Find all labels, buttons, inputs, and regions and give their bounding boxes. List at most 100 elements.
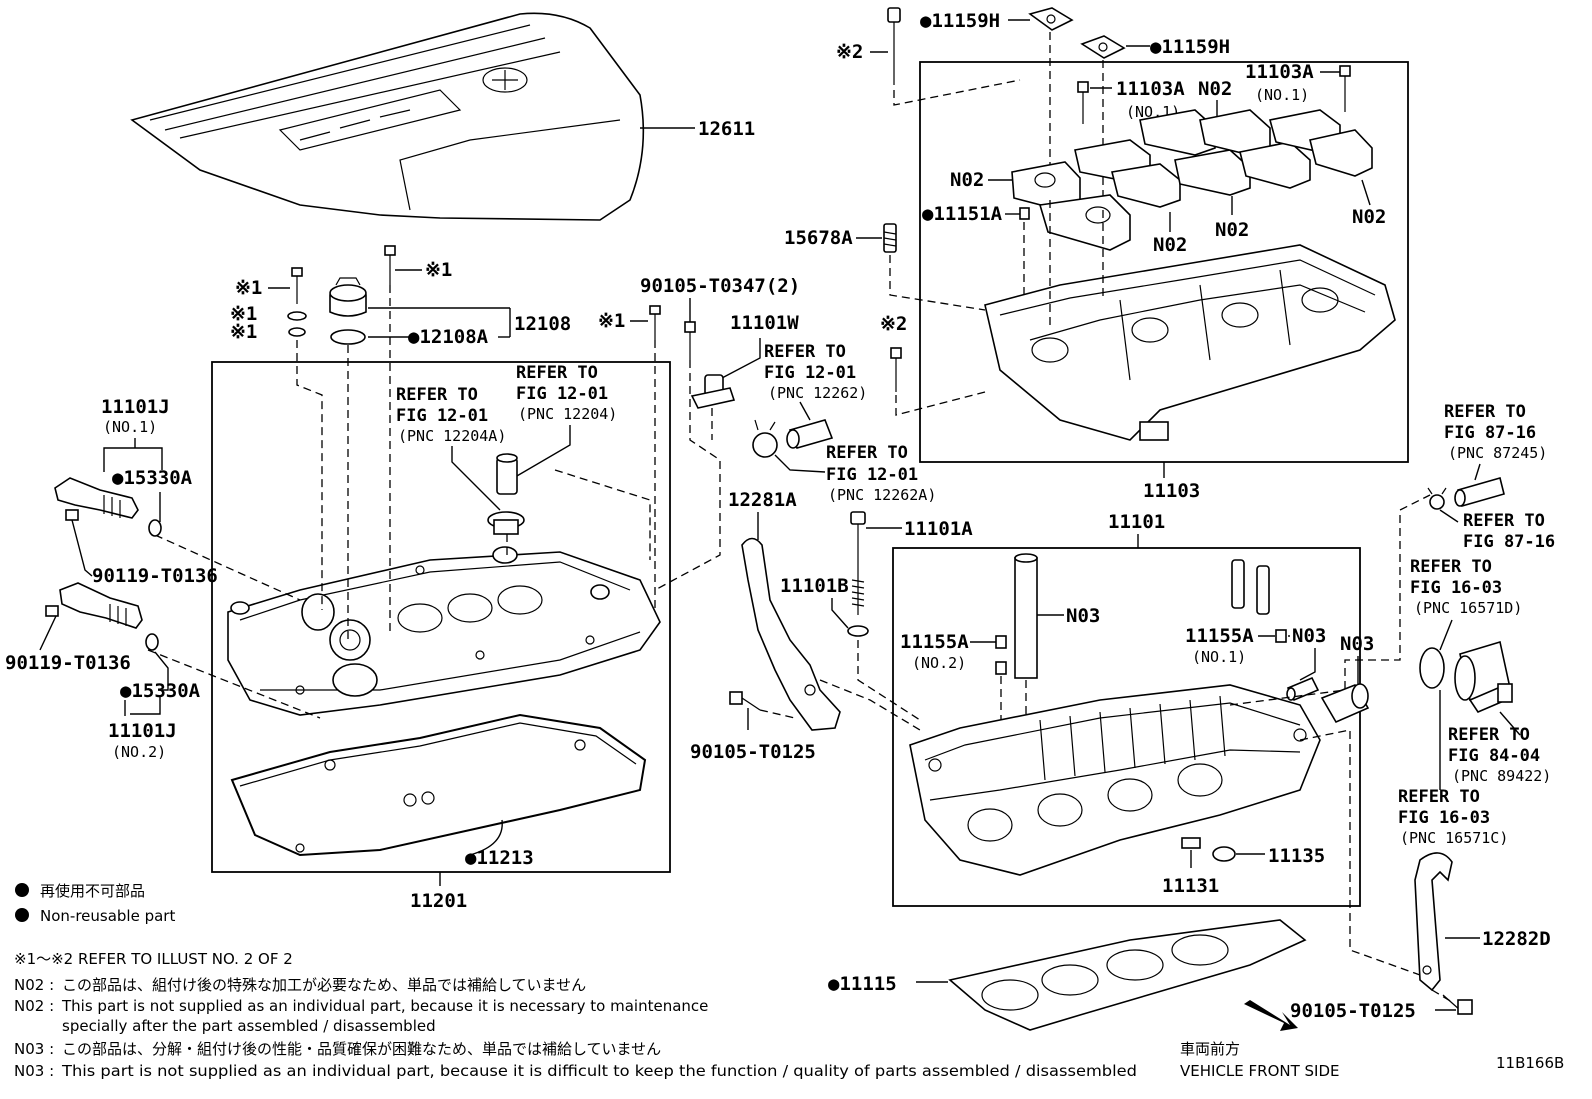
mark-x1-d: ※1 — [425, 259, 452, 281]
gasket-11159H-a-icon — [1028, 7, 1074, 31]
note-n02-en-2: specially after the part assembled / dis… — [62, 1017, 436, 1035]
bolt-90105-T0347-drawing — [684, 321, 696, 360]
mark-x2-b: ※2 — [880, 313, 907, 335]
long-bolt-x2-drawing — [887, 7, 901, 85]
seal-11135-icon — [1212, 846, 1236, 862]
refer-16571D-line1: REFER TO — [1410, 557, 1492, 577]
cylinder-head-cover-box — [211, 361, 671, 873]
part-label-11155A-no1-sub: (NO.1) — [1192, 648, 1246, 666]
part-label-11101W: 11101W — [730, 312, 799, 334]
oil-filler-cap-drawing — [329, 277, 367, 345]
refer-16571D-line3: (PNC 16571D) — [1414, 599, 1522, 617]
hose-clip-drawing — [752, 419, 778, 458]
refer-12204-line1: REFER TO — [516, 363, 598, 383]
dowel-pin-icon — [1019, 207, 1030, 220]
part-label-11103A-b-sub: (NO.1) — [1255, 86, 1309, 104]
mark-x1-e: ※1 — [598, 310, 625, 332]
refer-16571C-line1: REFER TO — [1398, 787, 1480, 807]
washer-icon — [288, 327, 306, 337]
part-label-11101B: 11101B — [780, 575, 849, 597]
note-n03-jp-tag: N03 : — [14, 1040, 54, 1058]
part-label-11201: 11201 — [410, 890, 467, 912]
pcv-valve-drawing — [487, 453, 525, 535]
valve-guide-n03-drawing — [1014, 553, 1038, 679]
refer-12262-line2: FIG 12-01 — [764, 363, 856, 383]
label-N02-mid: N02 — [1153, 234, 1187, 256]
gasket-11159H-b-icon — [1080, 35, 1126, 59]
part-label-12108A: ●12108A — [408, 326, 489, 348]
bolt-x2-drawing — [890, 347, 902, 392]
part-label-15330A-no2: ●15330A — [120, 680, 201, 702]
camshaft-housing-drawing — [984, 244, 1396, 441]
cylinder-head-drawing — [909, 684, 1321, 876]
washer-icon — [847, 625, 869, 637]
refer-12262-line1: REFER TO — [764, 342, 846, 362]
part-label-12281A: 12281A — [728, 489, 797, 511]
note-refer-illust: ※1～※2 REFER TO ILLUST NO. 2 OF 2 — [14, 950, 293, 968]
note-n02-jp: この部品は、組付け後の特殊な加工が必要なため、単品では補給していません — [62, 976, 586, 994]
front-label-en: VEHICLE FRONT SIDE — [1180, 1062, 1340, 1080]
mark-x1-b: ※1 — [230, 303, 257, 325]
label-N02-left: N02 — [950, 169, 984, 191]
refer-16571D-line2: FIG 16-03 — [1410, 578, 1502, 598]
mark-x1-a: ※1 — [235, 277, 262, 299]
hose-clamp-87-drawing — [1427, 487, 1447, 510]
refer-89422-line2: FIG 84-04 — [1448, 746, 1540, 766]
part-label-11101: 11101 — [1108, 511, 1165, 533]
cylinder-head-cover-drawing — [227, 546, 661, 716]
label-N03-a: N03 — [1066, 605, 1100, 627]
note-n03-en-tag: N03 : — [14, 1062, 54, 1080]
part-label-11103: 11103 — [1143, 480, 1200, 502]
note-n02-en-1: This part is not supplied as an individu… — [61, 997, 708, 1015]
refer-12262A-line2: FIG 12-01 — [826, 465, 918, 485]
refer-8716-line1: REFER TO — [1463, 511, 1545, 531]
part-label-90105-T0347: 90105-T0347(2) — [640, 275, 800, 297]
engine-hanger-rear-drawing — [1414, 852, 1453, 992]
front-direction-arrow-icon — [1244, 1000, 1298, 1031]
refer-87245-line3: (PNC 87245) — [1448, 444, 1547, 462]
part-label-12108: 12108 — [514, 313, 571, 335]
part-label-11155A-no2: 11155A — [900, 631, 969, 653]
front-label-jp: 車両前方 — [1180, 1040, 1240, 1058]
non-reusable-dot-icon — [15, 883, 29, 897]
bolt-11103A-b-drawing — [1339, 65, 1351, 112]
bolt-x1-drawing — [291, 267, 303, 304]
part-label-11213: ●11213 — [465, 847, 534, 869]
label-N02-right: N02 — [1352, 206, 1386, 228]
part-label-11135: 11135 — [1268, 845, 1325, 867]
ring-dowel-icon — [995, 661, 1007, 675]
part-label-11101J-no2: 11101J — [108, 720, 177, 742]
illustration-number: 11B166B — [1496, 1054, 1564, 1072]
part-label-11101J-no1-sub: (NO.1) — [103, 418, 157, 436]
camshaft-bearing-caps-drawing — [1011, 109, 1373, 251]
label-N02-top: N02 — [1198, 78, 1232, 100]
part-label-11131: 11131 — [1162, 875, 1219, 897]
part-label-11103A-a: 11103A — [1116, 78, 1185, 100]
engine-cover-drawing — [130, 12, 645, 221]
plug-15678A-drawing — [883, 223, 897, 253]
bolt-90105-T0125-a-drawing — [729, 691, 761, 711]
refer-12204A-line1: REFER TO — [396, 385, 478, 405]
bolt-x1-top-drawing — [384, 245, 396, 285]
part-label-11101J-no1: 11101J — [101, 396, 170, 418]
temperature-sensor-drawing — [1468, 683, 1513, 713]
refer-12204-line2: FIG 12-01 — [516, 384, 608, 404]
non-reusable-dot-icon — [15, 908, 29, 922]
part-label-11155A-no2-sub: (NO.2) — [912, 654, 966, 672]
pcv-hose-drawing — [786, 419, 834, 449]
part-label-90105-T0125-a: 90105-T0125 — [690, 741, 816, 763]
label-N03-c: N03 — [1340, 633, 1374, 655]
ring-dowel-icon — [995, 635, 1007, 649]
note-n02-en-tag: N02 : — [14, 997, 54, 1015]
part-label-15678A: 15678A — [784, 227, 853, 249]
mark-x2-a: ※2 — [836, 41, 863, 63]
cam-position-sensor-drawing — [690, 374, 736, 409]
refer-12262A-line3: (PNC 12262A) — [828, 486, 936, 504]
oil-control-valve-no1-drawing — [54, 477, 162, 537]
refer-12262-line3: (PNC 12262) — [768, 384, 867, 402]
part-label-15330A-no1: ●15330A — [112, 467, 193, 489]
refer-12204A-line2: FIG 12-01 — [396, 406, 488, 426]
water-hose-drawing — [1454, 477, 1505, 507]
refer-87245-line1: REFER TO — [1444, 402, 1526, 422]
